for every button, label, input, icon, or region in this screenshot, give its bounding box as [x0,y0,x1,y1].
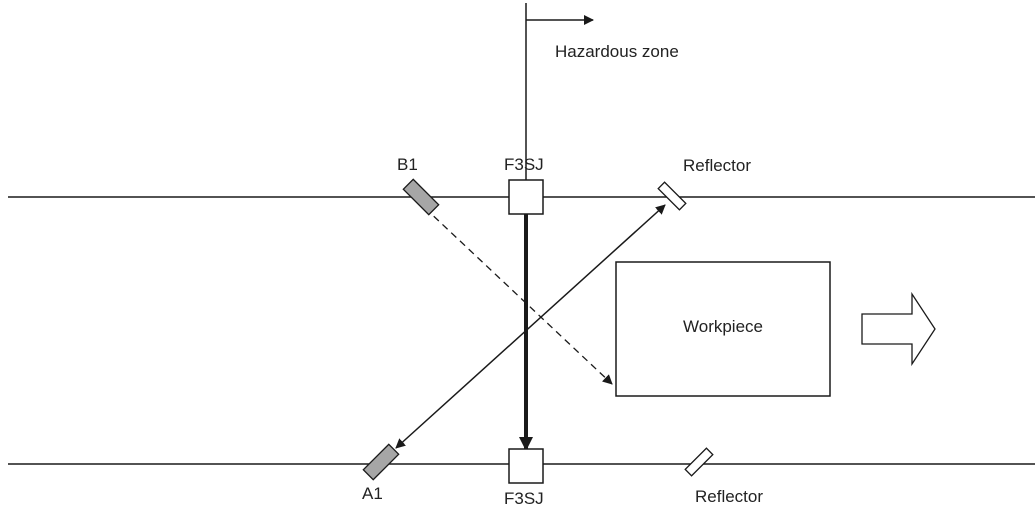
a1-reflector-beam [395,204,666,449]
movement-direction-arrow [861,291,936,367]
sensor-b1-label: B1 [397,155,418,174]
f3sj-bottom-unit [508,448,544,484]
f3sj-top-label: F3SJ [504,155,544,174]
hazardous-zone-label: Hazardous zone [555,42,679,61]
f3sj-bottom-label: F3SJ [504,489,544,508]
reflector-top-label: Reflector [683,156,751,175]
sensor-a1 [362,443,400,481]
workpiece-box [615,261,831,397]
reflector-top [657,181,687,211]
reflector-bottom-label: Reflector [695,487,763,506]
reflector-bottom [684,447,714,477]
b1-dashed-beam [424,207,613,385]
f3sj-top-unit [508,179,544,215]
workpiece-label: Workpiece [683,317,763,336]
sensor-a1-label: A1 [362,484,383,503]
sensor-b1 [402,178,440,216]
